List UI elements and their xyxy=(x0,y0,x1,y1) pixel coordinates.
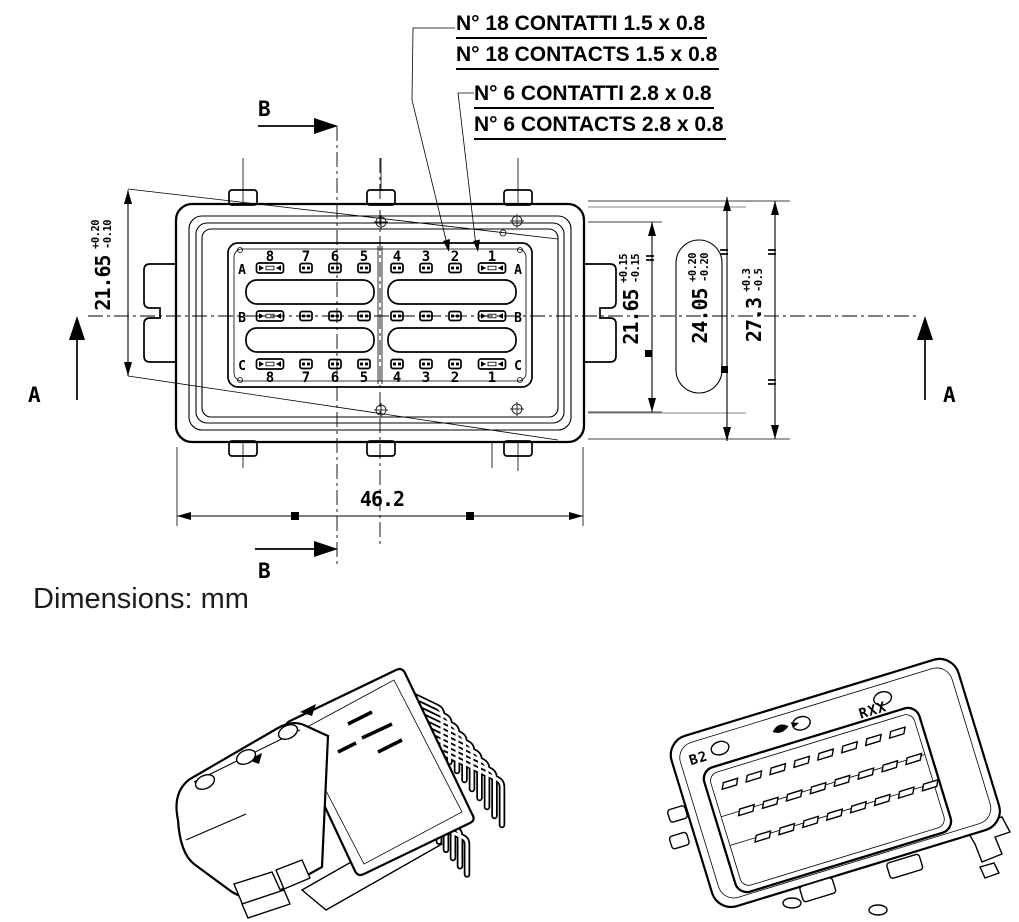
front-view-drawing: 8 7 6 5 4 3 2 1 8 7 6 5 4 3 2 1 xyxy=(28,27,956,583)
section-marker-a-right: A xyxy=(917,316,956,407)
mount-foot xyxy=(241,889,291,919)
marking-rxx: RXX xyxy=(857,699,889,723)
section-label: A xyxy=(28,383,41,407)
right-wing xyxy=(584,263,617,363)
row-label: B xyxy=(238,311,246,326)
dim-value: 27.3 xyxy=(742,298,766,342)
dim-width: 46.2 xyxy=(177,487,583,520)
extension-lines xyxy=(127,158,790,526)
mount-foot xyxy=(886,853,924,879)
row-label: A xyxy=(238,263,246,278)
key-slot xyxy=(245,327,375,353)
manufacturer-logo xyxy=(772,722,800,733)
section-label: A xyxy=(943,383,956,407)
dim-value: 46.2 xyxy=(360,487,404,511)
row-label: C xyxy=(514,359,522,374)
dim-height-right-inner: 21.65 +0.15 -0.15 xyxy=(618,222,656,412)
section-label: B xyxy=(258,559,271,583)
mount-foot xyxy=(666,805,688,823)
row-label: A xyxy=(514,263,522,278)
latch-bump xyxy=(710,740,730,756)
iso-view-rear xyxy=(175,667,540,919)
dim-tol-plus: +0.15 xyxy=(618,254,630,283)
section-marker-a-left: A xyxy=(28,316,85,407)
annotation-contacts-18: N° 18 CONTATTI 1.5 x 0.8 N° 18 CONTACTS … xyxy=(456,12,720,74)
col-num: 4 xyxy=(393,249,401,265)
dim-height-left: 21.65 +0.20 -0.10 xyxy=(90,190,132,376)
units-label: Dimensions: mm xyxy=(33,583,249,615)
dim-value: 21.65 xyxy=(619,289,643,344)
latch-bump xyxy=(235,748,257,766)
annotation-line-it: N° 6 CONTATTI 2.8 x 0.8 xyxy=(474,82,714,109)
section-marker-b-top: B xyxy=(258,97,338,134)
mount-foot xyxy=(799,877,837,903)
iso-view-front: B2 RXX xyxy=(666,657,1012,916)
col-num: 6 xyxy=(331,249,339,265)
marking-b2: B2 xyxy=(687,748,710,769)
key-slot xyxy=(387,327,517,353)
flange-plate xyxy=(285,667,475,877)
rear-body xyxy=(175,704,330,919)
col-num: 1 xyxy=(488,370,496,386)
col-num: 3 xyxy=(422,370,430,386)
row-label: C xyxy=(238,359,246,374)
annotation-line-en: N° 18 CONTACTS 1.5 x 0.8 xyxy=(456,43,720,70)
col-num: 3 xyxy=(422,249,430,265)
bottom-bump xyxy=(782,897,802,909)
col-num: 6 xyxy=(331,370,339,386)
dim-value: 21.65 xyxy=(91,255,115,310)
latch-bump xyxy=(873,690,893,706)
annotation-leaders xyxy=(411,27,480,252)
contact-field: 8 7 6 5 4 3 2 1 8 7 6 5 4 3 2 1 xyxy=(227,242,533,388)
col-num: 8 xyxy=(266,370,274,386)
latch-bump xyxy=(194,773,216,791)
mount-foot xyxy=(275,859,311,890)
column-numbers-top: 8 7 6 5 4 3 2 1 xyxy=(266,249,496,265)
contact-row-c xyxy=(255,358,507,370)
section-label: B xyxy=(258,97,271,121)
latch-bump xyxy=(277,723,299,741)
row-labels: A A B B C C xyxy=(238,263,522,374)
key-slot xyxy=(245,279,375,305)
dim-value: 24.05 xyxy=(688,288,712,343)
col-num: 1 xyxy=(488,249,496,265)
front-shell: B2 RXX xyxy=(666,657,1001,909)
col-num: 8 xyxy=(266,249,274,265)
col-num: 7 xyxy=(302,370,310,386)
column-numbers-bottom: 8 7 6 5 4 3 2 1 xyxy=(266,370,496,386)
mount-foot xyxy=(668,831,690,850)
dim-tol-minus: -0.10 xyxy=(102,220,114,249)
col-num: 5 xyxy=(360,370,368,386)
col-num: 2 xyxy=(451,370,459,386)
annotation-line-it: N° 18 CONTATTI 1.5 x 0.8 xyxy=(456,12,708,39)
key-slot xyxy=(387,279,517,305)
dim-height-right-mid: 24.05 +0.20 -0.20 xyxy=(675,197,731,441)
annotation-line-en: N° 6 CONTACTS 2.8 x 0.8 xyxy=(474,113,726,140)
dim-height-right-outer: 27.3 +0.3 -0.5 xyxy=(741,201,779,439)
row-label: B xyxy=(514,311,522,326)
dim-tol-plus: +0.20 xyxy=(90,220,102,249)
basic-dim-frame xyxy=(675,239,723,394)
dim-tol-minus: -0.20 xyxy=(699,253,711,282)
dim-tol-plus: +0.20 xyxy=(687,253,699,282)
annotation-contacts-6: N° 6 CONTATTI 2.8 x 0.8 N° 6 CONTACTS 2.… xyxy=(474,82,726,144)
bottom-bump xyxy=(868,904,888,916)
dim-tol-minus: -0.5 xyxy=(753,269,765,292)
contact-row-a xyxy=(255,262,507,274)
col-num: 4 xyxy=(393,370,401,386)
dim-tol-plus: +0.3 xyxy=(741,269,753,292)
left-wing xyxy=(143,263,176,363)
dim-tol-minus: -0.15 xyxy=(630,254,642,283)
section-marker-b-bottom: B xyxy=(255,541,338,583)
col-num: 7 xyxy=(302,249,310,265)
col-num: 5 xyxy=(360,249,368,265)
phantom-lines xyxy=(588,206,746,414)
orientation-arrow xyxy=(300,704,316,716)
col-num: 2 xyxy=(451,249,459,265)
